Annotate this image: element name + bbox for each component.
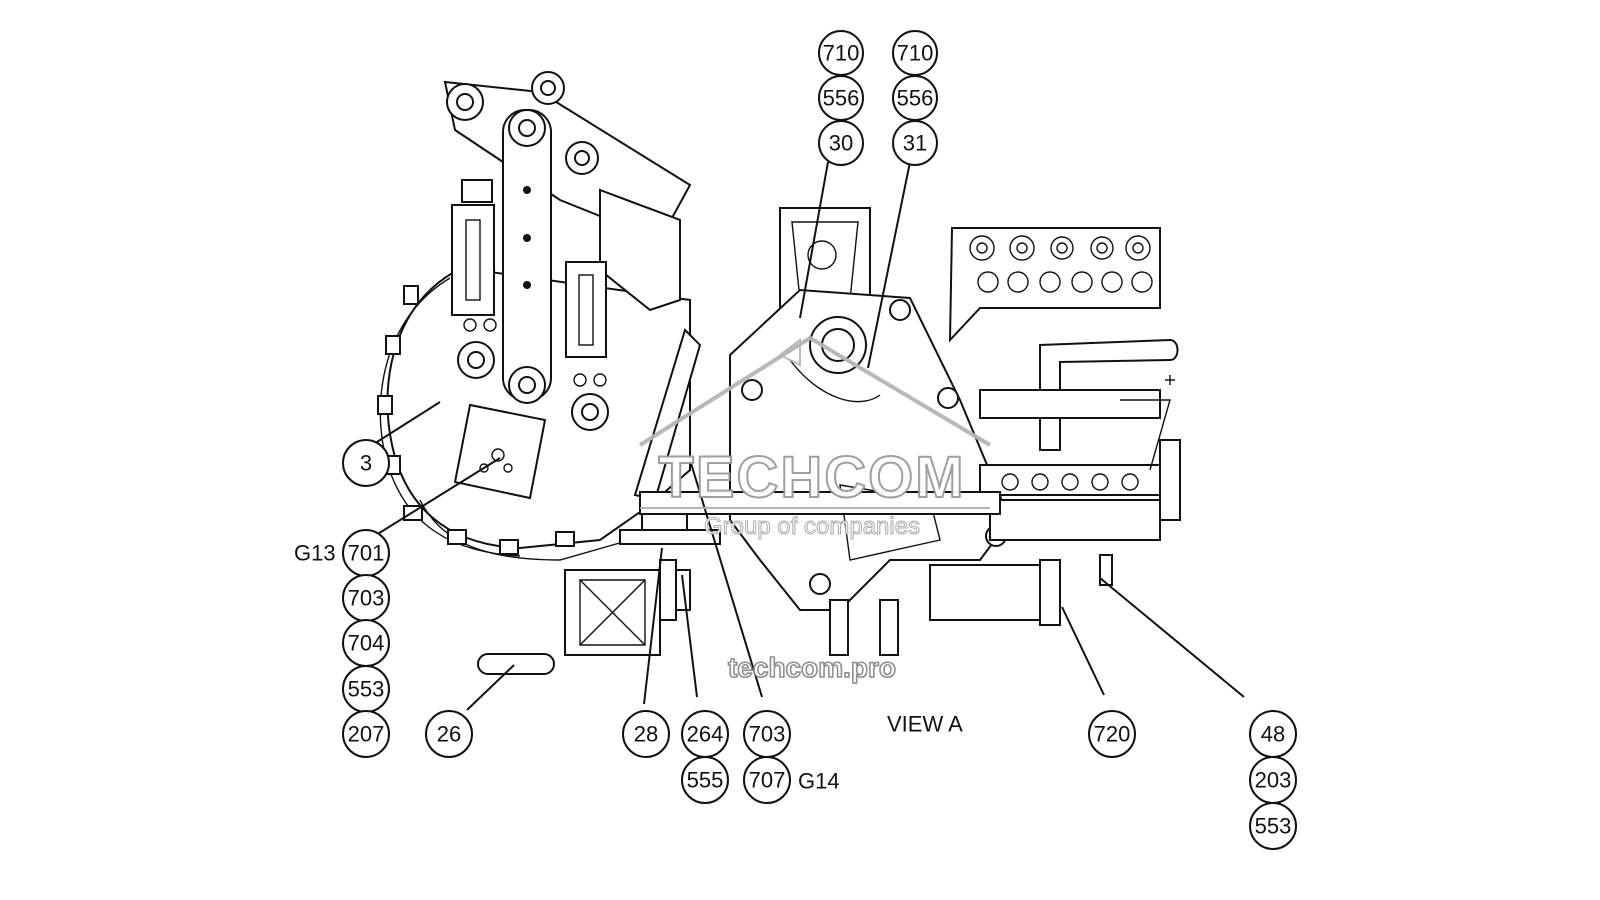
callout-label: 264 <box>687 722 724 747</box>
callout-556-right: 556 <box>892 75 938 121</box>
callout-label: 207 <box>348 722 385 747</box>
callout-203: 203 <box>1249 756 1297 804</box>
callout-264: 264 <box>681 710 729 758</box>
callout-label: 26 <box>437 722 461 747</box>
callout-3: 3 <box>342 439 390 487</box>
group-label-g14: G14 <box>798 769 840 794</box>
callout-31: 31 <box>892 120 938 166</box>
callout-label: 30 <box>829 131 853 156</box>
callout-label: 703 <box>348 586 385 611</box>
callout-555: 555 <box>681 756 729 804</box>
leader-lines <box>368 161 1245 711</box>
callout-703-right: 703 <box>743 710 791 758</box>
callout-704: 704 <box>342 619 390 667</box>
callout-label: 203 <box>1255 768 1292 793</box>
hydraulic-cylinders <box>451 179 609 431</box>
callout-label: 553 <box>1255 814 1292 839</box>
callout-label: 31 <box>903 131 927 156</box>
callout-label: 710 <box>897 41 934 66</box>
callout-710-left: 710 <box>818 30 864 76</box>
callout-label: 28 <box>634 722 658 747</box>
callout-48: 48 <box>1249 710 1297 758</box>
callout-553-right: 553 <box>1249 802 1297 850</box>
callout-720: 720 <box>1088 710 1136 758</box>
callout-label: 701 <box>348 541 385 566</box>
callout-707: 707 <box>743 756 791 804</box>
group-label-g13: G13 <box>294 541 336 566</box>
callout-label: 704 <box>348 631 385 656</box>
callout-label: 555 <box>687 768 724 793</box>
callout-balloons: 710 556 30 710 556 31 3 701 703 704 553 … <box>342 30 1297 850</box>
right-frame <box>929 338 1181 626</box>
callout-553-left: 553 <box>342 665 390 713</box>
gearbox <box>477 504 721 675</box>
watermark: TECHCOM Group of companies techcom.pro <box>638 335 992 684</box>
watermark-brand: TECHCOM <box>658 445 965 510</box>
callout-label: 3 <box>360 451 372 476</box>
machine-assembly-drawing <box>377 71 1181 675</box>
callout-label: 720 <box>1094 722 1131 747</box>
callout-556-left: 556 <box>818 75 864 121</box>
callout-207: 207 <box>342 710 390 758</box>
watermark-url: techcom.pro <box>728 652 896 683</box>
cutter-drum <box>377 266 691 561</box>
callout-label: 553 <box>348 677 385 702</box>
callout-label: 707 <box>749 768 786 793</box>
center-frame <box>633 207 1012 656</box>
callout-label: 556 <box>897 86 934 111</box>
view-label: VIEW A <box>887 712 963 737</box>
callout-label: 48 <box>1261 722 1285 747</box>
callout-28: 28 <box>622 710 670 758</box>
upper-linkage <box>443 71 692 404</box>
callout-label: 703 <box>749 722 786 747</box>
callout-703-left: 703 <box>342 574 390 622</box>
callout-30: 30 <box>818 120 864 166</box>
callout-label: 556 <box>823 86 860 111</box>
callout-701: 701 <box>342 529 390 577</box>
callout-26: 26 <box>425 710 473 758</box>
watermark-tagline: Group of companies <box>704 513 920 540</box>
callout-710-right: 710 <box>892 30 938 76</box>
callout-label: 710 <box>823 41 860 66</box>
bolt-plate <box>948 227 1161 343</box>
